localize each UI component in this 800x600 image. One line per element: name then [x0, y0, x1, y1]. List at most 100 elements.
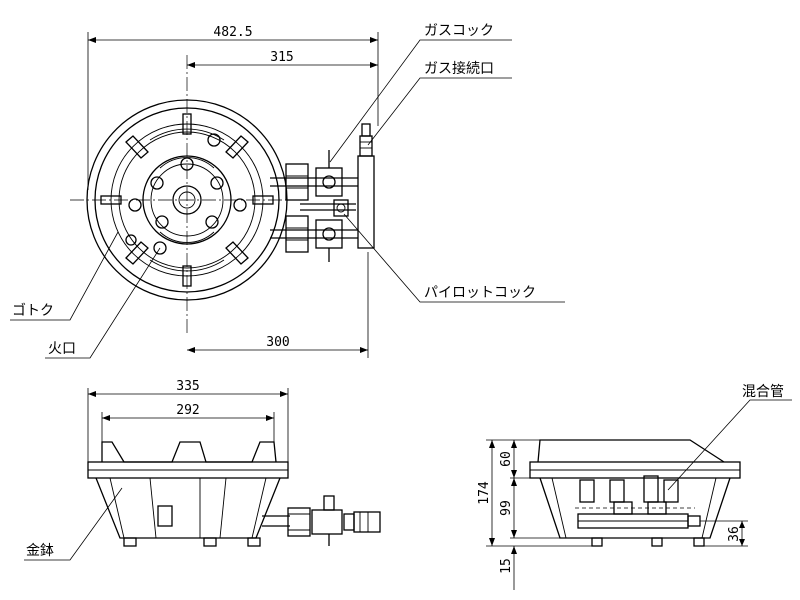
arrow: [187, 347, 195, 353]
inlet-stub: [687, 515, 701, 527]
foot: [693, 537, 705, 547]
arrow: [489, 440, 495, 448]
bowl-rib: [551, 477, 567, 539]
manifold: [357, 155, 375, 249]
label-gas-cock: ガスコック: [424, 23, 494, 39]
arrow: [739, 521, 745, 528]
outer-ring-inner-edge: [94, 107, 280, 293]
dim-text: 300: [266, 335, 289, 350]
dim-292: 292: [101, 403, 275, 442]
dim-text: 36: [727, 526, 742, 542]
arrow: [370, 37, 378, 43]
top-view: 482.5 315 300 ガスコック ガス接続口 パイロットコック ゴトク: [10, 23, 565, 359]
gas-cock-body: [315, 167, 343, 197]
valve: [613, 501, 633, 515]
slot: [149, 259, 225, 272]
leader-gotoku: [10, 231, 119, 321]
leader-gas-inlet: [367, 77, 512, 146]
label-mixing-tube: 混合管: [742, 384, 784, 400]
kanabachi-bowl: [539, 477, 731, 539]
label-kanabachi: 金鉢: [26, 543, 54, 559]
pilot-knob: [336, 203, 346, 213]
cock-knob: [322, 227, 336, 241]
foot: [203, 537, 217, 547]
mixing-tube: [609, 479, 625, 503]
arrow: [88, 391, 96, 397]
arm: [225, 241, 249, 265]
leader-mixing-tube: [667, 399, 792, 491]
label-pilot-cock: パイロットコック: [424, 285, 536, 301]
slot: [159, 157, 215, 169]
fitting: [343, 513, 355, 531]
arrow: [280, 391, 288, 397]
dim-text: 15: [499, 558, 514, 574]
burner-slots: [149, 128, 225, 272]
gotoku-ring: [110, 123, 264, 277]
port: [125, 234, 137, 246]
dim-482-5: 482.5: [87, 25, 379, 190]
port: [210, 176, 224, 190]
leader-burner-port: [45, 247, 161, 359]
arrow: [266, 415, 274, 421]
bowl-rib: [109, 477, 125, 539]
burner-ring: [142, 155, 232, 245]
dim-text: 99: [499, 500, 514, 516]
union-nut: [285, 215, 309, 253]
arm: [100, 195, 122, 205]
dim-335: 335: [87, 379, 289, 462]
burner-ports: [125, 133, 247, 255]
union-nut: [287, 507, 311, 537]
dim-text: 335: [176, 379, 199, 394]
dim-text: 315: [270, 50, 293, 65]
dim-text: 292: [176, 403, 199, 418]
union-nut: [285, 163, 309, 201]
callouts-top: ガスコック ガス接続口 パイロットコック ゴトク 火口: [10, 23, 565, 359]
foot: [247, 537, 261, 547]
arrow: [511, 530, 517, 538]
gotoku-profile: [537, 439, 725, 463]
mixing-tube: [579, 479, 595, 503]
label-gas-inlet: ガス接続口: [424, 60, 494, 77]
cock-body: [311, 509, 343, 535]
arrow: [360, 347, 368, 353]
piping-assembly: [270, 123, 375, 262]
dim-text: 482.5: [213, 25, 252, 40]
inlet-tip: [361, 123, 371, 137]
arrow: [511, 470, 517, 478]
arm: [125, 135, 149, 159]
leader-kanabachi: [24, 487, 123, 561]
arrow: [489, 538, 495, 546]
pilot-cock-body: [333, 199, 349, 217]
dim-vertical: 174 60 99 15 36: [477, 439, 748, 590]
port: [205, 215, 219, 229]
gotoku-profile: [101, 441, 277, 463]
bowl-rib: [219, 477, 227, 539]
arm: [125, 241, 149, 265]
foot: [591, 537, 603, 547]
arrow: [739, 539, 745, 546]
arrow: [187, 62, 195, 68]
window: [157, 505, 173, 527]
front-view: 335 292 金鉢: [24, 379, 381, 561]
port: [128, 198, 142, 212]
arrow: [102, 415, 110, 421]
arm: [182, 113, 192, 135]
foot: [123, 537, 137, 547]
port: [150, 176, 164, 190]
arrow: [88, 37, 96, 43]
cock-knob: [322, 175, 336, 189]
cock-handle: [323, 495, 335, 511]
kanabachi-bowl: [95, 477, 281, 539]
foot: [651, 537, 663, 547]
side-view: 174 60 99 15 36 混合管: [477, 384, 792, 590]
dim-text: 60: [499, 451, 514, 467]
arrow: [511, 478, 517, 486]
port: [155, 215, 169, 229]
dim-text: 174: [477, 481, 492, 505]
inlet: [353, 511, 381, 533]
leader-gas-cock: [329, 39, 512, 163]
dim-315: 315: [187, 50, 378, 68]
arm: [252, 195, 274, 205]
